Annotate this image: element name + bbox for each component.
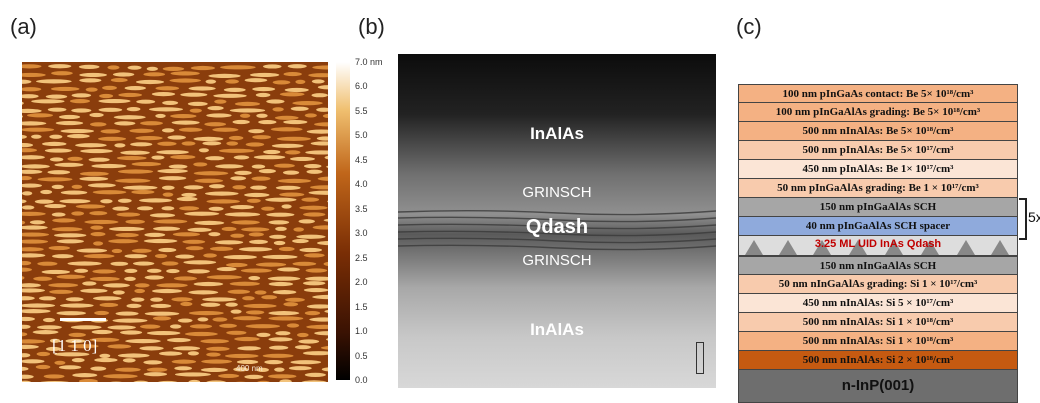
colorbar-tick: 2.0 [355,277,368,287]
panel-label-a: (a) [10,14,37,40]
afm-texture [22,62,328,382]
tem-panel: InAlAs GRINSCH Qdash GRINSCH InAlAs [398,54,716,388]
layer-row: 500 nm nInAlAs: Si 1 × 10¹⁸/cm³ [738,313,1018,332]
colorbar-tick: 2.5 [355,253,368,263]
colorbar-tick: 3.5 [355,204,368,214]
qdash-layer-label: 3.25 ML UID InAs Qdash [739,238,1017,250]
height-colorbar [336,62,350,380]
layer-row: 500 nm pInAlAs: Be 5× 10¹⁷/cm³ [738,141,1018,160]
layer-row: 500 nm nInAlAs: Be 5× 10¹⁸/cm³ [738,122,1018,141]
colorbar-tick: 0.5 [355,351,368,361]
colorbar-tick: 4.5 [355,155,368,165]
layer-row: 100 nm pInGaAs contact: Be 5× 10¹⁸/cm³ [738,84,1018,103]
crystal-direction-label: [1 1̄ 0] [52,336,97,356]
tem-grinsch-bottom: GRINSCH [398,252,716,269]
tem-grinsch-top: GRINSCH [398,184,716,201]
layer-row: 50 nm pInGaAlAs grading: Be 1 × 10¹⁷/cm³ [738,179,1018,198]
layer-row: 500 nm nInAlAs: Si 1 × 10¹⁸/cm³ [738,332,1018,351]
tem-qdash: Qdash [398,216,716,239]
panel-label-c: (c) [736,14,762,40]
colorbar-tick: 5.0 [355,130,368,140]
direction-arrow [60,318,106,321]
qdash-layer: 3.25 ML UID InAs Qdash [738,236,1018,256]
colorbar-tick: 0.0 [355,375,368,385]
layer-row: 450 nm nInAlAs: Si 5 × 10¹⁷/cm³ [738,294,1018,313]
colorbar-tick: 4.0 [355,179,368,189]
colorbar-tick: 7.0 nm [355,57,383,67]
afm-image [22,62,328,382]
layer-row: 500 nm nInAlAs: Si 2 × 10¹⁸/cm³ [738,351,1018,370]
tem-inalas-top: InAlAs [398,124,716,144]
layer-row: 40 nm pInGaAlAs SCH spacer [738,217,1018,236]
afm-scale-bar: 400 nm [236,364,263,373]
layer-row: 100 nm pInGaAlAs grading: Be 5× 10¹⁸/cm³ [738,103,1018,122]
tem-inalas-bottom: InAlAs [398,320,716,340]
layer-row: 150 nm nInGaAlAs SCH [738,256,1018,275]
colorbar-tick: 3.0 [355,228,368,238]
substrate-layer: n-InP(001) [738,370,1018,403]
tem-scale-bar [696,342,704,374]
layer-row: 50 nm nInGaAlAs grading: Si 1 × 10¹⁷/cm³ [738,275,1018,294]
period-label: 5x [1028,209,1040,225]
colorbar-tick: 5.5 [355,106,368,116]
period-bracket [1019,198,1027,240]
panel-label-b: (b) [358,14,385,40]
colorbar-tick: 1.5 [355,302,368,312]
layer-row: 150 nm pInGaAlAs SCH [738,198,1018,217]
colorbar-tick: 1.0 [355,326,368,336]
colorbar-tick: 6.0 [355,81,368,91]
layer-row: 450 nm pInAlAs: Be 1× 10¹⁷/cm³ [738,160,1018,179]
